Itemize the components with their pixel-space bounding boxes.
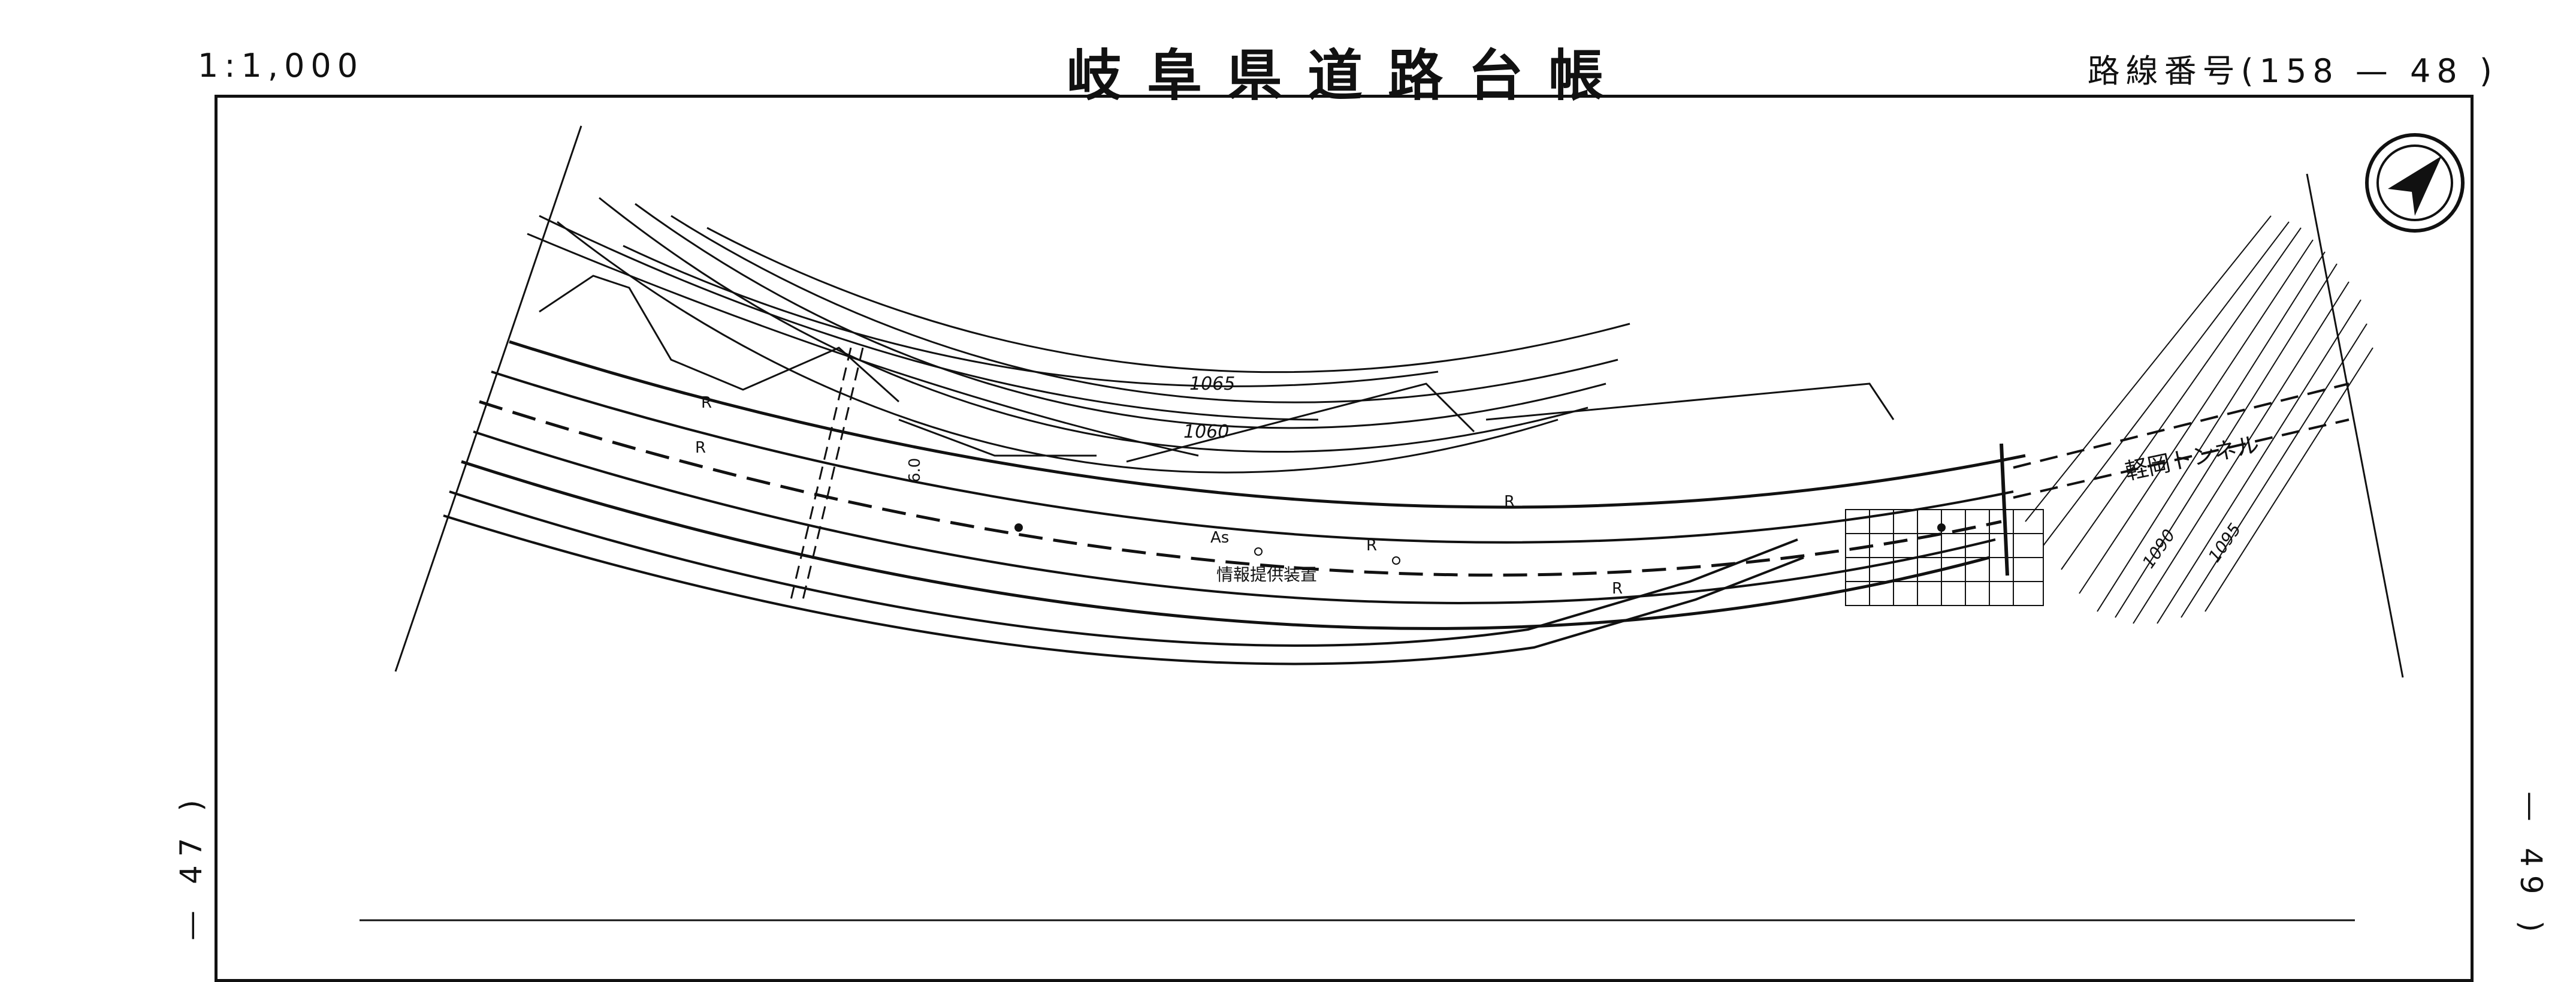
tunnel-slope-hatch <box>2025 215 2373 624</box>
contour-1060 <box>557 221 1559 474</box>
route-number: 路線番号(158 — 48 ) <box>2087 52 2498 90</box>
surface-label: As <box>1210 529 1229 547</box>
contour-label-1065: 1065 <box>1189 373 1235 394</box>
right-page-ref: — 49 ) <box>2514 791 2548 941</box>
road-map: 1065 1060 1090 1095 軽岡トンネル 情報提供装置 R R R … <box>360 125 2465 921</box>
road-edge-bottom <box>461 460 1990 630</box>
road-label: R <box>1612 580 1623 598</box>
north-arrow-icon <box>2365 133 2465 233</box>
tunnel-label: 軽岡トンネル <box>2123 431 2261 485</box>
road-label: R <box>701 394 712 412</box>
road-label: R <box>695 439 706 457</box>
portal-mesh <box>1845 509 2044 606</box>
gradient-label: 6.0 <box>906 458 924 483</box>
road-label: R <box>1366 537 1377 555</box>
contour-label-1090: 1090 <box>2139 526 2179 572</box>
contour-1065 <box>706 227 1630 373</box>
contour-label-1060: 1060 <box>1183 421 1229 442</box>
road-edge-top <box>509 340 2026 509</box>
road-center <box>479 400 2002 577</box>
road-label: R <box>1504 493 1515 511</box>
map-scale: 1:1,000 <box>198 47 364 85</box>
facility-label: 情報提供装置 <box>1216 565 1317 585</box>
